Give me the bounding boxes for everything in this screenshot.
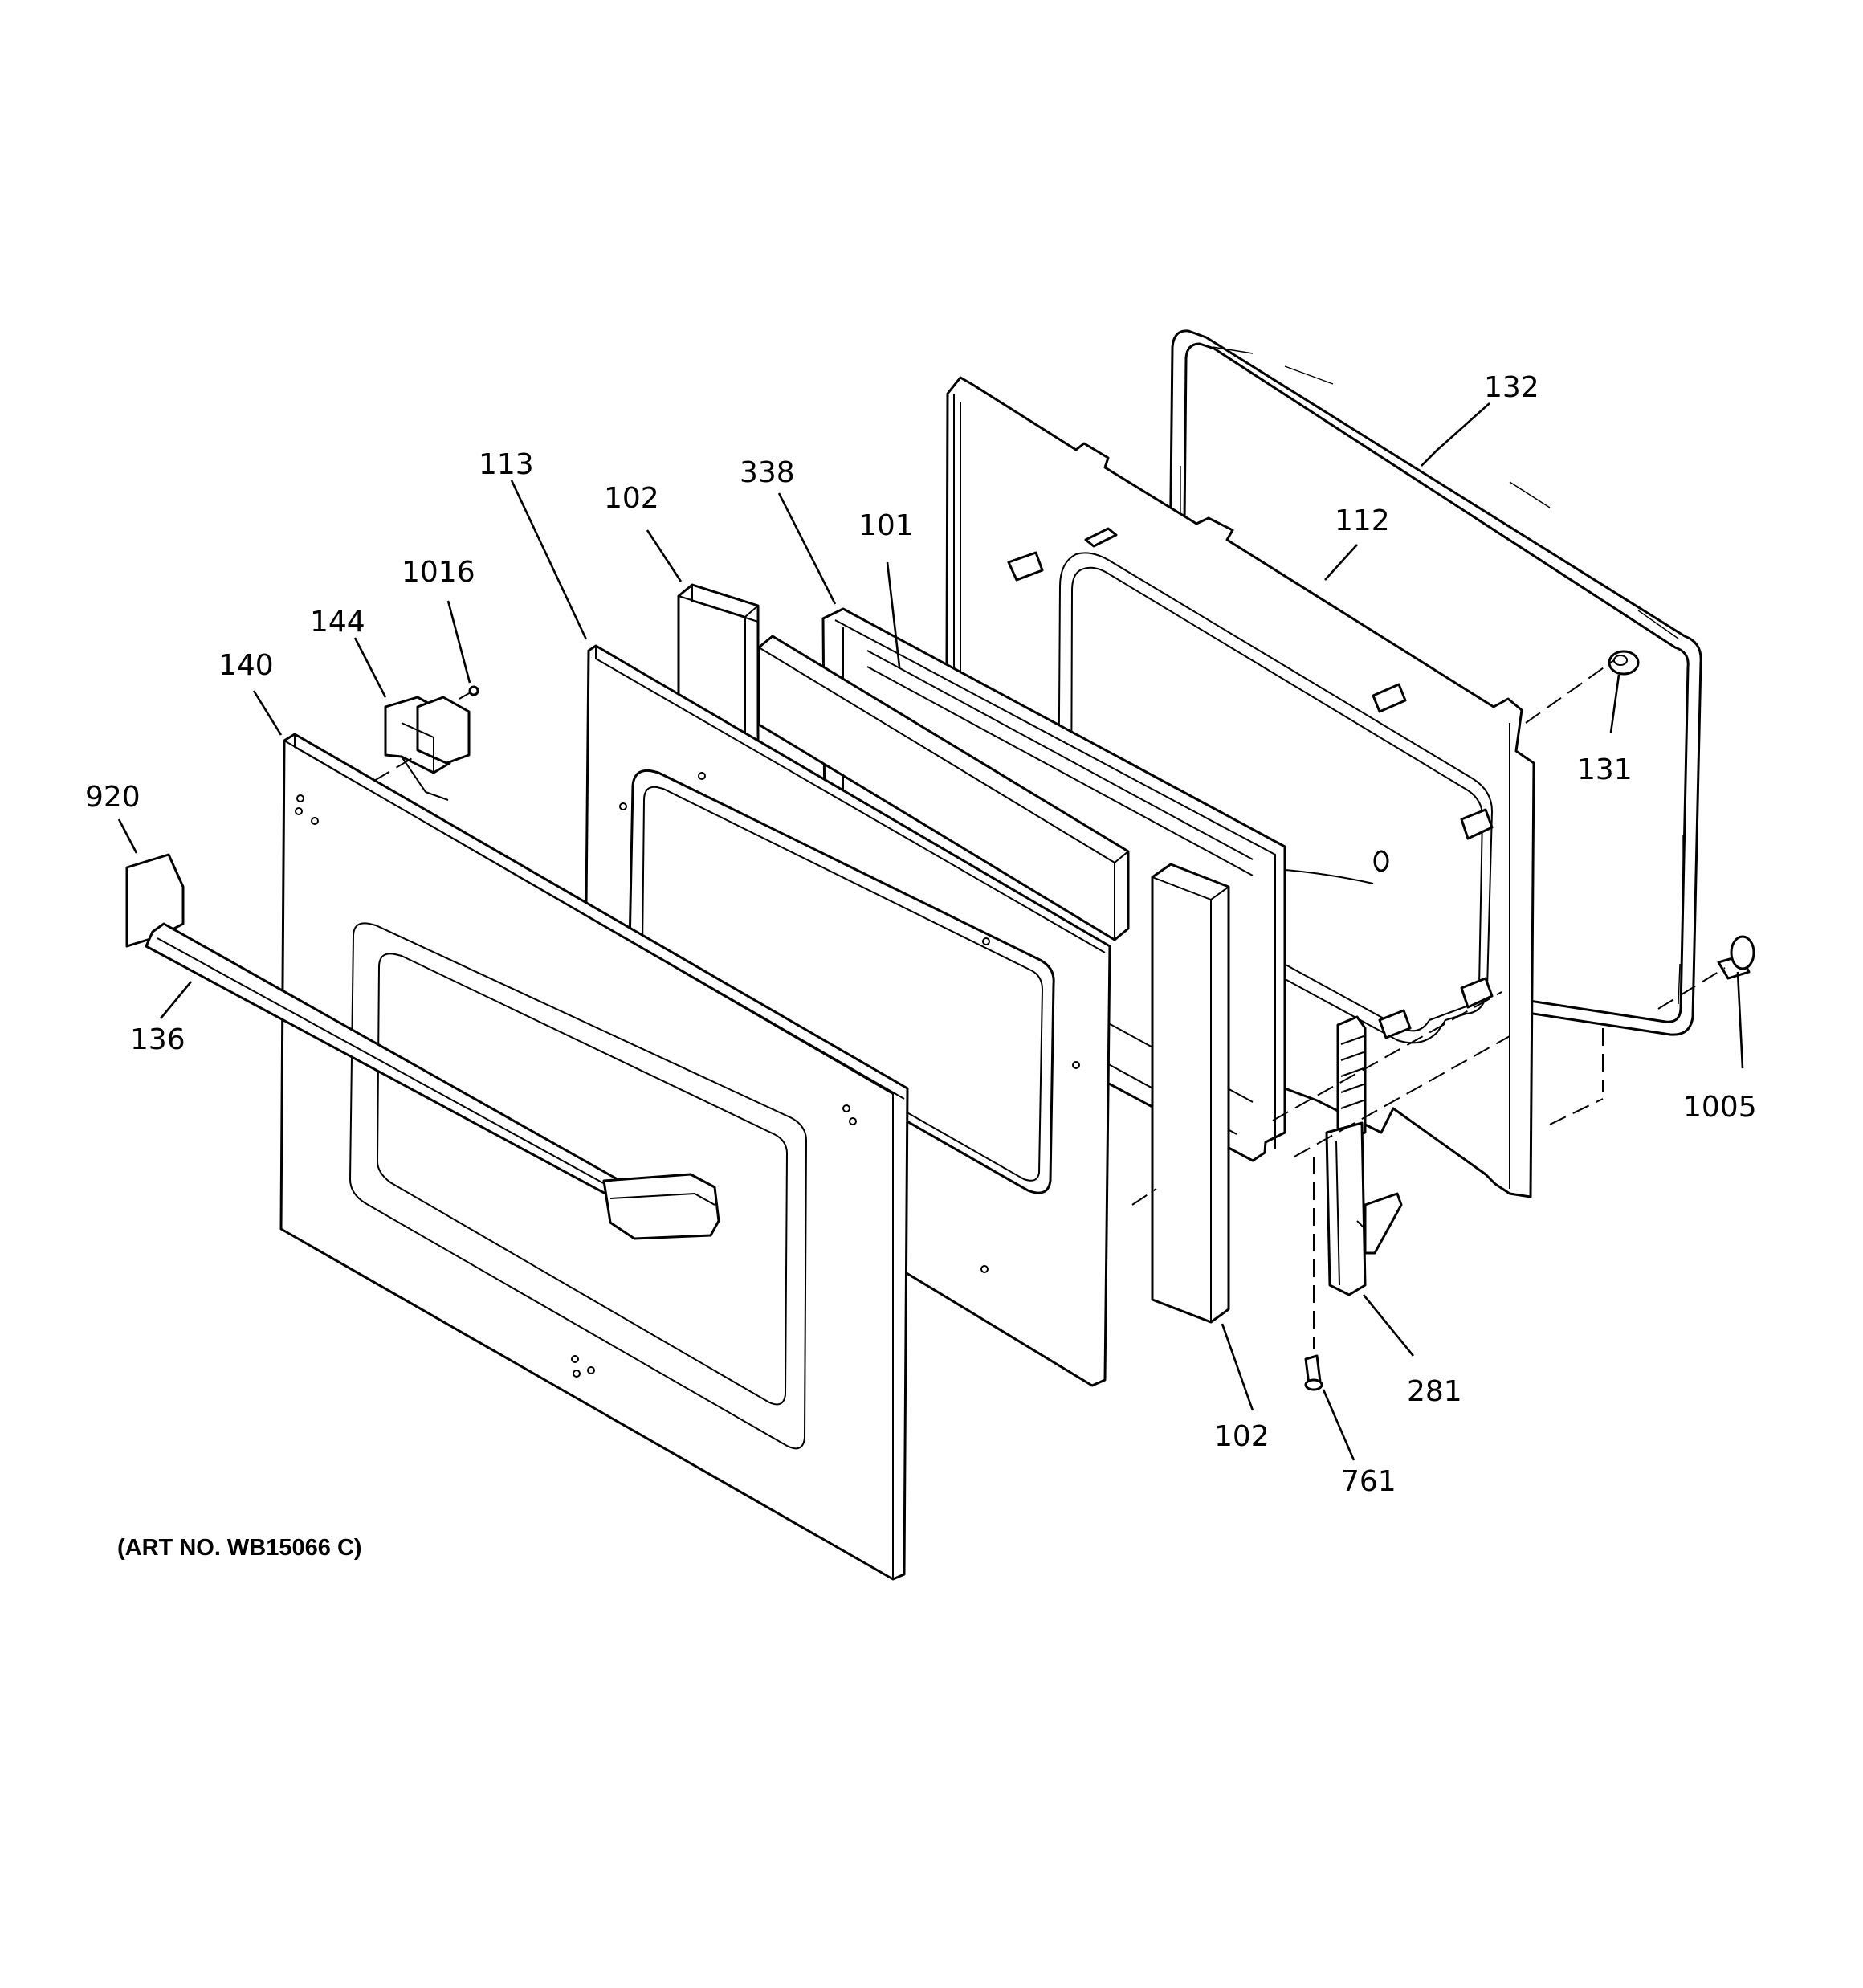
screw-part-1016 — [459, 685, 479, 700]
callout-112: 112 — [1335, 504, 1390, 537]
insulation-lower-part-102 — [1151, 863, 1230, 1324]
door-handle-part-136-920 — [125, 853, 720, 1240]
callout-761: 761 — [1341, 1465, 1396, 1498]
assembly-guide-lines — [373, 659, 1726, 1349]
callout-281: 281 — [1407, 1375, 1462, 1408]
callout-338: 338 — [740, 456, 795, 489]
callout-131: 131 — [1577, 753, 1633, 786]
screw-part-761 — [1304, 1354, 1323, 1391]
hinge-receptacle-part-144 — [384, 696, 471, 801]
callout-136: 136 — [130, 1023, 185, 1056]
callout-leaders — [117, 402, 1744, 1461]
screw-part-1005 — [1717, 935, 1755, 980]
hinge-part-281 — [1325, 1015, 1403, 1296]
callout-140: 140 — [218, 649, 274, 682]
art-number: (ART NO. WB15066 C) — [117, 1535, 362, 1561]
outer-door-panel-part-140 — [279, 733, 909, 1581]
bumper-part-131 — [1608, 650, 1640, 676]
callout-132: 132 — [1484, 371, 1539, 404]
callout-102-upper: 102 — [604, 482, 659, 515]
callout-1005: 1005 — [1683, 1091, 1757, 1124]
callout-113: 113 — [479, 448, 534, 481]
callout-920: 920 — [85, 781, 141, 814]
callout-1016: 1016 — [402, 556, 475, 589]
callout-144: 144 — [310, 606, 365, 639]
callout-101: 101 — [858, 509, 914, 542]
door-panel-frame-part-113 — [583, 644, 1111, 1387]
callout-102-lower: 102 — [1214, 1420, 1270, 1453]
callout-labels: 132 112 113 338 102 101 1016 144 140 920… — [85, 371, 1757, 1498]
